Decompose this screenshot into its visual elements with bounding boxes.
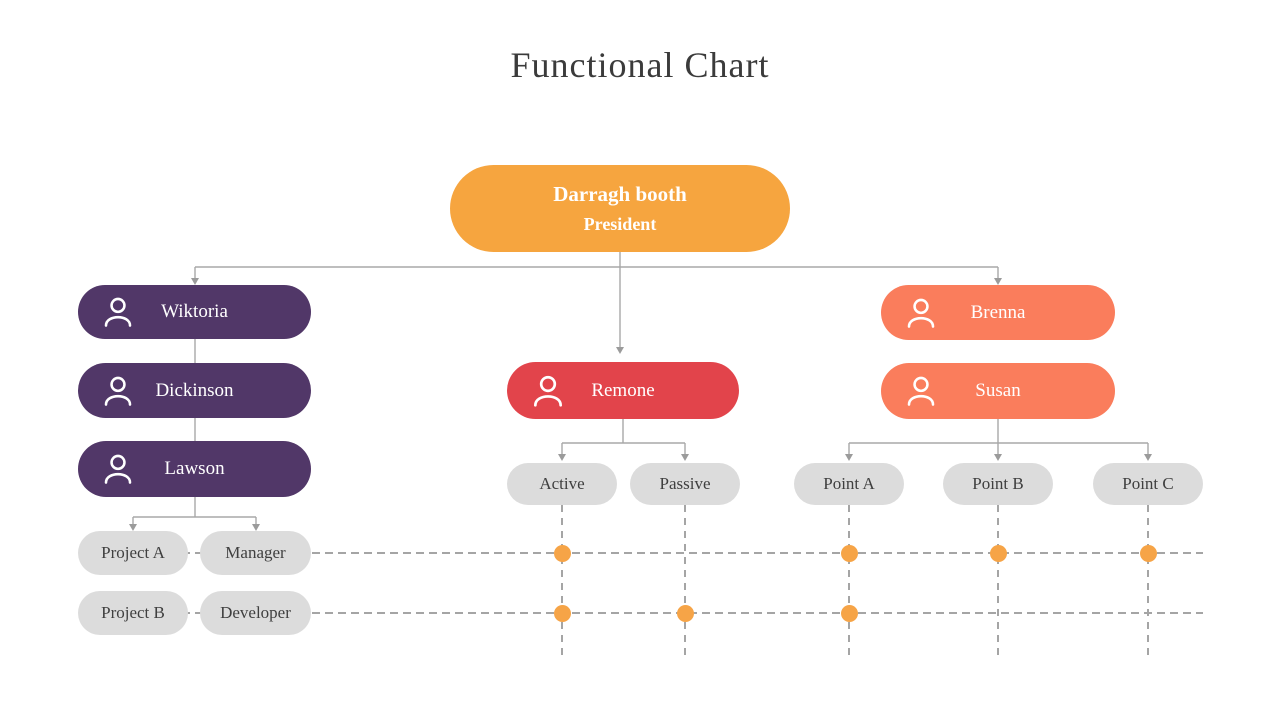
node-label: Project A bbox=[101, 543, 165, 562]
node-dickinson: Dickinson bbox=[78, 363, 311, 418]
node-label: Point B bbox=[972, 474, 1024, 493]
node-lawson: Lawson bbox=[78, 441, 311, 497]
node-remone: Remone bbox=[507, 362, 739, 419]
node-label: Passive bbox=[659, 474, 711, 493]
node-label: Active bbox=[539, 474, 585, 493]
node-label: Dickinson bbox=[155, 379, 234, 401]
node-developer: Developer bbox=[200, 591, 311, 635]
node-point-b: Point B bbox=[943, 463, 1053, 505]
node-wiktoria: Wiktoria bbox=[78, 285, 311, 339]
person-icon bbox=[903, 373, 939, 409]
node-active: Active bbox=[507, 463, 617, 505]
node-label: Manager bbox=[225, 543, 286, 562]
node-label: Brenna bbox=[970, 301, 1026, 323]
matrix-dot bbox=[840, 544, 858, 562]
matrix-dot bbox=[553, 604, 571, 622]
person-icon bbox=[100, 373, 136, 409]
node-project-b: Project B bbox=[78, 591, 188, 635]
dashed-matrix-grid bbox=[130, 505, 1203, 656]
node-president: Darragh booth President bbox=[450, 165, 960, 252]
node-passive: Passive bbox=[630, 463, 740, 505]
person-icon bbox=[918, 185, 966, 233]
node-label: Lawson bbox=[164, 458, 225, 479]
matrix-dot bbox=[840, 604, 858, 622]
matrix-dot bbox=[676, 604, 694, 622]
node-manager: Manager bbox=[200, 531, 311, 575]
person-icon bbox=[100, 451, 136, 487]
node-point-c: Point C bbox=[1093, 463, 1203, 505]
node-label: Susan bbox=[975, 380, 1021, 401]
node-label: Wiktoria bbox=[161, 301, 228, 322]
person-icon bbox=[100, 294, 136, 330]
node-point-a: Point A bbox=[794, 463, 904, 505]
node-brenna: Brenna bbox=[881, 285, 1115, 340]
node-label: Developer bbox=[220, 603, 291, 622]
matrix-dot bbox=[553, 544, 571, 562]
matrix-dot bbox=[989, 544, 1007, 562]
node-susan: Susan bbox=[881, 363, 1115, 419]
person-icon bbox=[529, 372, 567, 410]
node-label: Remone bbox=[591, 379, 655, 401]
node-label: Point C bbox=[1122, 474, 1174, 493]
arrowheads bbox=[129, 278, 1152, 531]
solid-connectors bbox=[132, 252, 1149, 525]
president-role: President bbox=[583, 213, 657, 234]
node-label: Point A bbox=[823, 474, 875, 493]
node-label: Project B bbox=[101, 603, 165, 622]
page-title: Functional Chart bbox=[510, 45, 770, 85]
person-icon bbox=[903, 295, 939, 331]
node-project-a: Project A bbox=[78, 531, 188, 575]
matrix-dot bbox=[1139, 544, 1157, 562]
president-name: Darragh booth bbox=[553, 182, 687, 207]
